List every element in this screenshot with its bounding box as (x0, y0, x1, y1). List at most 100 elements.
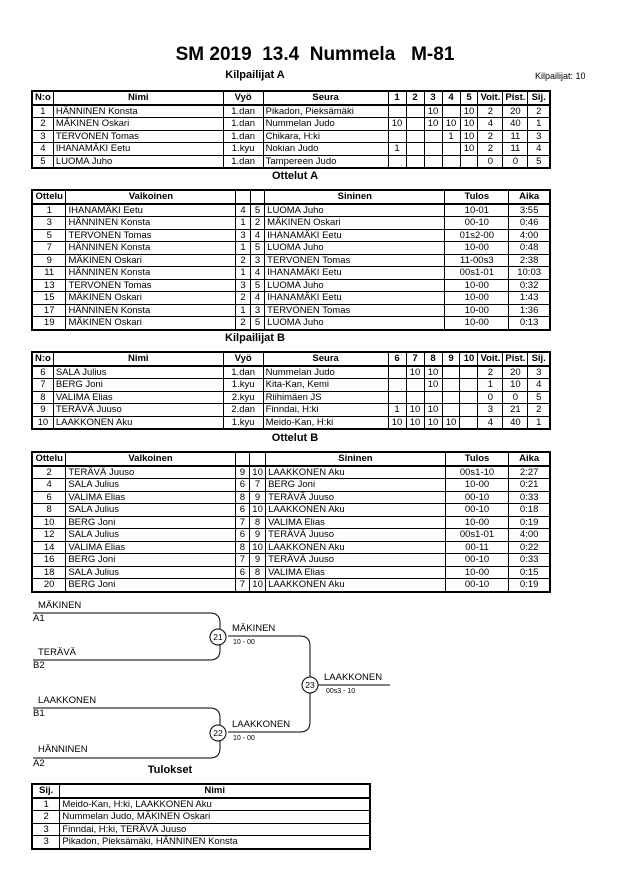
pool-b-cell: 20 (502, 365, 529, 379)
matches-b-cell: 0:19 (508, 578, 551, 592)
pool-b-header-cell: 10 (459, 351, 479, 367)
matches-b-header-cell (249, 451, 267, 467)
bracket-m21-top-seed: A1 (33, 613, 45, 624)
competitors-count: Kilpailijat: 10 (535, 71, 586, 81)
matches-b-cell: 2 (31, 465, 67, 479)
pool-a-cell: 10 (423, 104, 443, 118)
results-cell: Nummelan Judo, MÄKINEN Oskari (59, 810, 371, 824)
results-header-row: Sij.Nimi (31, 783, 371, 799)
pool-b-cell: 10 (31, 415, 54, 430)
matches-b-cell: 7 (234, 578, 251, 592)
pool-b-cell (459, 365, 479, 379)
results-header-cell: Nimi (59, 783, 371, 799)
pool-b-cell: 40 (502, 415, 529, 430)
pool-a-cell (459, 154, 479, 169)
pool-a-header-cell: Sij. (527, 90, 551, 106)
matches-b-cell: 6 (234, 565, 251, 579)
page-title: SM 2019 13.4 Nummela M-81 (175, 44, 455, 65)
pool-a-cell: 10 (459, 104, 479, 118)
pool-a-cell: 1.dan (222, 104, 264, 118)
bracket-m23-winner: LAAKKONEN (324, 672, 383, 683)
pool-b-cell (459, 415, 479, 430)
bracket-m22-top-name: LAAKKONEN (38, 695, 97, 706)
matches-a-title: Ottelut A (271, 170, 319, 182)
matches-a-cell: 2 (235, 291, 251, 305)
matches-a-cell: LUOMA Juho (264, 316, 446, 330)
matches-b-cell: 6 (234, 528, 251, 542)
bracket-m21-bot-seed: B2 (33, 660, 45, 671)
pool-b-cell: 4 (477, 415, 504, 430)
matches-b-cell: 10 (249, 578, 267, 592)
pool-a-cell: 5 (527, 154, 551, 169)
pool-b-cell: LAAKKONEN Aku (52, 415, 224, 430)
match-22-circle (209, 724, 227, 742)
results-cell: 3 (31, 835, 61, 849)
bracket-m22-bot-seed: A2 (33, 758, 45, 769)
matches-b-cell: 8 (234, 490, 251, 504)
results-cell: Pikadon, Pieksämäki, HÄNNINEN Konsta (59, 835, 371, 849)
pool-a-cell: HÄNNINEN Konsta (52, 104, 224, 118)
bracket-m21-bot-name: TERÄVÄ (38, 647, 77, 658)
pool-b-cell: 6 (31, 365, 54, 379)
pool-b-header-cell: Nimi (52, 351, 224, 367)
pool-a-header-cell: 5 (459, 90, 479, 106)
pool-b-cell: Nummelan Judo (262, 365, 389, 379)
pool-b-cell: Meido-Kan, H:ki (262, 415, 389, 430)
pool-b-cell: 10 (423, 415, 443, 430)
matches-b-header-cell (234, 451, 251, 467)
pool-a-header-cell: N:o (31, 90, 54, 106)
matches-b-cell: LAAKKONEN Aku (265, 578, 446, 592)
matches-b-title: Ottelut B (271, 432, 319, 444)
pool-b-cell: 3 (527, 365, 551, 379)
pool-b-cell: 10 (405, 415, 425, 430)
bracket-m21-top-name: MÄKINEN (38, 600, 82, 611)
matches-a-cell: 10-01 (444, 203, 510, 217)
matches-a-cell: 5 (249, 203, 266, 217)
match-23-number: 23 (305, 680, 315, 690)
pool-a-cell: 5 (31, 154, 54, 169)
pool-a-cell: 1 (31, 104, 54, 118)
bracket-m22-winner: LAAKKONEN (232, 719, 291, 730)
matches-b-cell: 2:27 (508, 465, 551, 479)
pool-a-cell: Tampereen Judo (262, 154, 389, 169)
results-cell: 3 (31, 822, 61, 836)
matches-b-cell: 0:33 (508, 490, 551, 504)
matches-a-cell: MÄKINEN Oskari (65, 316, 237, 330)
bracket-m22-score: 10 - 00 (233, 735, 255, 742)
match-21-number: 21 (213, 632, 223, 642)
matches-a-header-cell: Sininen (264, 189, 446, 205)
matches-b-cell: LAAKKONEN Aku (265, 465, 446, 479)
matches-b-header-cell: Aika (508, 451, 551, 467)
matches-a-cell: 4 (235, 203, 251, 217)
matches-a-header-cell (235, 189, 251, 205)
matches-b-cell: 9 (234, 465, 251, 479)
pool-a-cell: 10 (459, 117, 479, 131)
bracket-m21-score: 10 - 00 (233, 639, 255, 646)
pool-b-title: Kilpailijat B (225, 332, 285, 344)
